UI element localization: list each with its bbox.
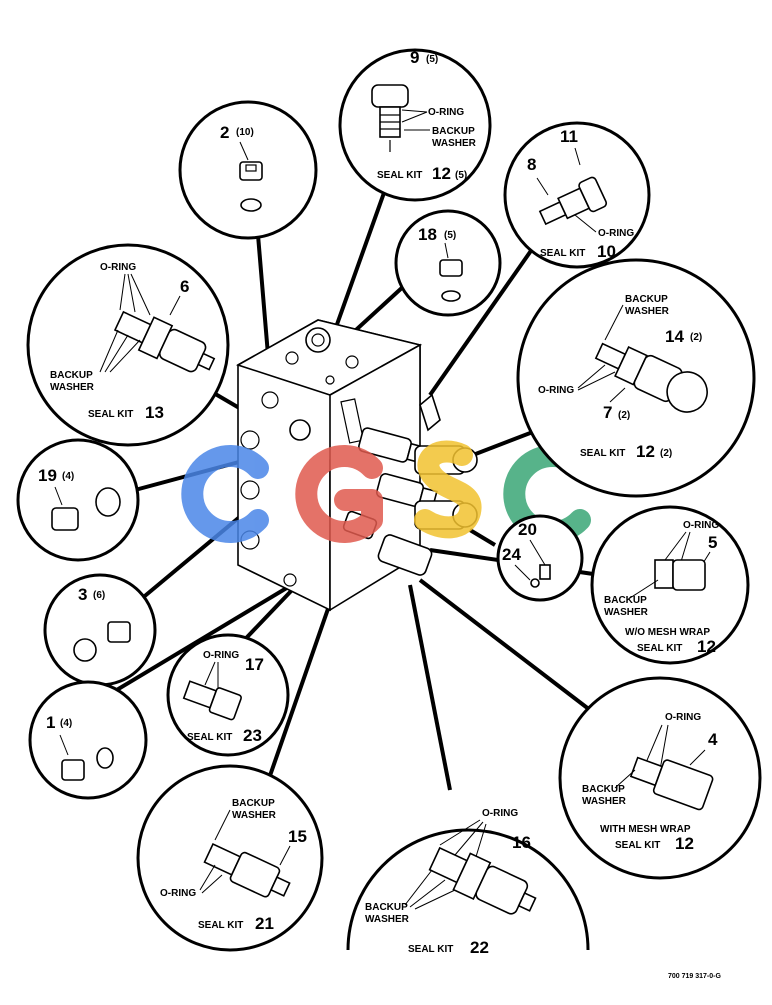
item-number: 16 (512, 833, 531, 852)
callout-item-6: O-RING 6 BACKUP WASHER SEAL KIT 13 (26, 243, 230, 447)
callout-item-4: O-RING 4 BACKUP WASHER WITH MESH WRAP SE… (558, 676, 762, 880)
item-number: 4 (708, 730, 718, 749)
label-washer: WASHER (604, 607, 649, 618)
item-number: 24 (502, 545, 521, 564)
seal-kit-label: SEAL KIT (540, 248, 585, 259)
label-oring: O-RING (482, 808, 518, 819)
label-backup: BACKUP (625, 294, 668, 305)
seal-kit-label: SEAL KIT (615, 840, 660, 851)
watermark-letter-c1 (181, 445, 269, 543)
label-washer: WASHER (582, 796, 627, 807)
seal-kit-label: SEAL KIT (377, 170, 422, 181)
callout-item-14-7: BACKUP WASHER 14 (2) O-RING 7 (2) SEAL K… (516, 258, 756, 498)
seal-kit-number: 12 (697, 637, 716, 656)
label-oring: O-RING (100, 262, 136, 273)
seal-kit-label: SEAL KIT (580, 448, 625, 459)
item-quantity: (5) (426, 54, 438, 65)
label-backup: BACKUP (432, 126, 475, 137)
label-oring: O-RING (203, 650, 239, 661)
seal-kit-number: 13 (145, 403, 164, 422)
item-number: 15 (288, 827, 307, 846)
label-oring: O-RING (665, 712, 701, 723)
item-number: 14 (665, 327, 684, 346)
seal-kit-number: 22 (470, 938, 489, 957)
label-washer: WASHER (625, 306, 670, 317)
seal-kit-label: SEAL KIT (637, 643, 682, 654)
item-number: 7 (603, 403, 612, 422)
label-backup: BACKUP (582, 784, 625, 795)
callout-item-18: 18 (5) (394, 209, 502, 317)
seal-kit-number: 12 (636, 442, 655, 461)
item-number: 9 (410, 48, 419, 67)
item-number: 2 (220, 123, 229, 142)
callout-item-11-8: 11 8 O-RING SEAL KIT 10 (503, 121, 651, 269)
item-number: 3 (78, 585, 87, 604)
figure-id: 700 719 317-0-G (668, 973, 721, 980)
item-number: 18 (418, 225, 437, 244)
label-washer: WASHER (232, 810, 277, 821)
item-number: 6 (180, 277, 189, 296)
seal-kit-number: 21 (255, 914, 274, 933)
seal-kit-label: SEAL KIT (198, 920, 243, 931)
callout-item-3: 3 (6) (43, 573, 157, 687)
item-quantity: (4) (60, 718, 72, 729)
item-number: 11 (560, 127, 578, 146)
label-oring: O-RING (160, 888, 196, 899)
label-backup: BACKUP (232, 798, 275, 809)
item-quantity: (5) (444, 230, 456, 241)
item-number: 17 (245, 655, 264, 674)
label-backup: BACKUP (604, 595, 647, 606)
label-oring: O-RING (683, 520, 719, 531)
seal-kit-label: SEAL KIT (408, 944, 453, 955)
callout-item-15: BACKUP WASHER 15 O-RING SEAL KIT 21 (136, 764, 324, 952)
item-quantity: (4) (62, 471, 74, 482)
callout-item-16: O-RING 16 BACKUP WASHER SEAL KIT 22 (346, 808, 590, 957)
watermark-letter-g (295, 445, 383, 543)
callout-item-2: 2 (10) (178, 100, 318, 240)
callout-item-19: 19 (4) (16, 438, 140, 562)
item-number: 8 (527, 155, 536, 174)
label-oring: O-RING (538, 385, 574, 396)
callout-item-9: 9 (5) O-RING BACKUP WASHER SEAL KIT 12 (… (338, 48, 492, 202)
seal-kit-label: SEAL KIT (88, 409, 133, 420)
label-backup: BACKUP (365, 902, 408, 913)
callout-item-20-24: 20 24 (496, 514, 584, 602)
item-quantity: (2) (618, 410, 630, 421)
seal-kit-number: 12 (432, 164, 451, 183)
callout-item-1: 1 (4) (28, 680, 148, 800)
label-oring: O-RING (598, 228, 634, 239)
seal-kit-label: SEAL KIT (187, 732, 232, 743)
callout-item-17: O-RING 17 SEAL KIT 23 (166, 633, 290, 757)
item-quantity: (10) (236, 127, 254, 138)
seal-kit-number: 23 (243, 726, 262, 745)
label-oring: O-RING (428, 107, 464, 118)
seal-kit-number: 12 (675, 834, 694, 853)
item-quantity: (6) (93, 590, 105, 601)
variant-label: W/O MESH WRAP (625, 627, 710, 638)
label-backup: BACKUP (50, 370, 93, 381)
seal-kit-quantity: (5) (455, 170, 467, 181)
item-number: 5 (708, 533, 717, 552)
variant-label: WITH MESH WRAP (600, 824, 691, 835)
watermark-letter-s (414, 440, 482, 539)
callout-item-5: O-RING 5 BACKUP WASHER W/O MESH WRAP SEA… (590, 505, 750, 665)
item-number: 20 (518, 520, 537, 539)
seal-kit-quantity: (2) (660, 448, 672, 459)
seal-kit-number: 10 (597, 242, 616, 261)
label-washer: WASHER (50, 382, 95, 393)
item-number: 1 (46, 713, 55, 732)
label-washer: WASHER (432, 138, 477, 149)
item-quantity: (2) (690, 332, 702, 343)
item-number: 19 (38, 466, 57, 485)
label-washer: WASHER (365, 914, 410, 925)
